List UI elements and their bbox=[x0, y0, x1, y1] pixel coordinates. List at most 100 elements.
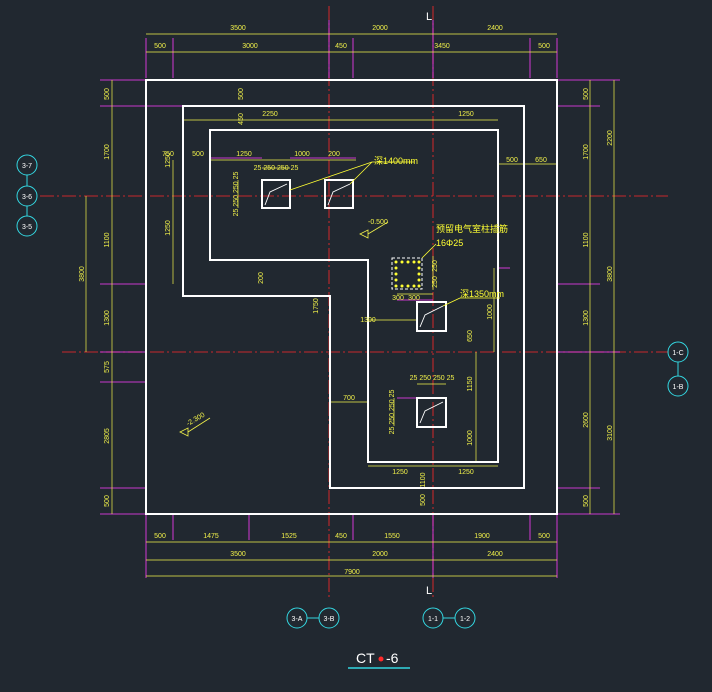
depth-callout-1: 深1400mm bbox=[374, 156, 418, 166]
dim-left-6: 2805 bbox=[104, 428, 111, 444]
dim-right-6: 500 bbox=[583, 495, 590, 507]
dim-bot-10: 2400 bbox=[487, 551, 503, 558]
pit-box-2 bbox=[324, 179, 354, 209]
dim-mid-3: 700 bbox=[343, 395, 355, 402]
dim-bot-7: 500 bbox=[538, 533, 550, 540]
dim-top-2: 2000 bbox=[372, 25, 388, 32]
dim-bot-4: 450 bbox=[335, 533, 347, 540]
dim-bot-inner-5: 1000 bbox=[467, 430, 474, 446]
dim-top-6: 450 bbox=[335, 43, 347, 50]
dim-top-inner-2: 1250 bbox=[458, 111, 474, 118]
dim-inner-3: 1250 bbox=[236, 151, 252, 158]
leader-lines bbox=[289, 161, 500, 307]
dim-bot-9: 2000 bbox=[372, 551, 388, 558]
dim-right-outer-1: 2200 bbox=[607, 130, 614, 146]
outer-footing bbox=[145, 79, 558, 515]
dim-bot-inner-1: 1250 bbox=[392, 469, 408, 476]
bubble-label-3-7: 3-7 bbox=[22, 163, 32, 170]
dim-pit2-w1: 300 bbox=[392, 295, 404, 302]
dim-top-inner-1: 2250 bbox=[262, 111, 278, 118]
dim-inner-1: 750 bbox=[162, 151, 174, 158]
dim-bot-8: 3500 bbox=[230, 551, 246, 558]
dim-top-7: 3450 bbox=[434, 43, 450, 50]
dim-left-inner-5: 200 bbox=[258, 272, 265, 284]
dim-right-1: 500 bbox=[583, 88, 590, 100]
dim-bot-inner-4: 1100 bbox=[420, 472, 427, 487]
dim-inner-5: 200 bbox=[328, 151, 340, 158]
dim-left-inner-4: 1250 bbox=[165, 220, 172, 236]
bubble-label-3-6: 3-6 bbox=[22, 194, 32, 201]
inner-dimensions: 750 500 1250 1000 200 25 250 250 25 25 2… bbox=[162, 151, 547, 506]
bubble-label-3-a: 3-A bbox=[292, 616, 303, 623]
level-markers bbox=[179, 221, 389, 437]
dim-bot-1: 500 bbox=[154, 533, 166, 540]
dim-inner-2: 500 bbox=[192, 151, 204, 158]
level-label-2: -2.300 bbox=[186, 412, 207, 428]
title-main: CT bbox=[356, 650, 375, 666]
dim-right-outer-3: 3100 bbox=[607, 425, 614, 441]
bubble-label-1-2: 1-2 bbox=[460, 616, 470, 623]
foundation-outlines bbox=[145, 79, 558, 515]
bubble-labels: 3-7 3-6 3-5 1-C 1-B 3-A 3-B 1-1 1-2 bbox=[22, 163, 684, 623]
dim-pit2-w2: 300 bbox=[408, 295, 420, 302]
dim-right-step-2: 650 bbox=[535, 157, 547, 164]
pit-box-3 bbox=[416, 301, 447, 332]
pit-box-4 bbox=[416, 397, 447, 428]
rebar-callout: 16Φ25 bbox=[436, 238, 463, 248]
dim-top-3: 2400 bbox=[487, 25, 503, 32]
dim-left-inner-1: 500 bbox=[238, 88, 245, 100]
axis-lines bbox=[40, 6, 668, 600]
dim-pit3-h: 25 250 250 25 bbox=[410, 375, 455, 382]
depth-callout-2: 深1350mm bbox=[460, 289, 504, 299]
dim-top-5: 3000 bbox=[242, 43, 258, 50]
bubble-label-3-b: 3-B bbox=[324, 616, 335, 623]
dim-left-7: 500 bbox=[104, 495, 111, 507]
dim-pit2-h4: 1000 bbox=[487, 304, 494, 320]
dim-mid-1: 1750 bbox=[313, 298, 320, 314]
level-marker-1 bbox=[359, 229, 369, 239]
dim-top-8: 500 bbox=[538, 43, 550, 50]
level-marker-2 bbox=[179, 427, 189, 437]
level-label-1: -0.500 bbox=[368, 219, 388, 226]
reserve-column bbox=[391, 257, 423, 290]
dim-bot-6: 1900 bbox=[474, 533, 490, 540]
dim-right-4: 1300 bbox=[583, 310, 590, 326]
dim-pit2-h3: 650 bbox=[467, 330, 474, 342]
dim-top-4: 500 bbox=[154, 43, 166, 50]
left-dimensions: 3800 500 1700 1100 1300 575 2805 500 500… bbox=[79, 88, 265, 507]
dim-pit2-h1: 250 bbox=[432, 260, 439, 272]
dim-bot-total: 7900 bbox=[344, 569, 360, 576]
dim-pit2-h2: 250 bbox=[432, 276, 439, 288]
dim-right-5: 2600 bbox=[583, 412, 590, 428]
top-dimensions: 3500 2000 2400 500 3000 450 3450 500 225… bbox=[154, 25, 550, 118]
dim-mid-2: 1300 bbox=[360, 317, 376, 324]
dim-left-4: 1300 bbox=[104, 310, 111, 326]
dim-left-3: 1100 bbox=[104, 232, 111, 247]
dim-right-3: 1100 bbox=[583, 232, 590, 247]
dim-bot-2: 1475 bbox=[203, 533, 219, 540]
dim-left-inner-3: 1250 bbox=[165, 152, 172, 168]
pit-box-1 bbox=[261, 179, 291, 209]
dim-bot-inner-3: 500 bbox=[420, 494, 427, 506]
dim-left-inner-2: 450 bbox=[238, 113, 245, 125]
reserve-callout: 预留电气室柱插筋 bbox=[436, 223, 508, 234]
drawing-title: CT -6 bbox=[348, 650, 410, 669]
pit-outline-inner bbox=[209, 129, 499, 463]
bubble-label-3-5: 3-5 bbox=[22, 224, 32, 231]
rebar-dots bbox=[394, 260, 421, 288]
dim-pit3-v: 25 250 250 25 bbox=[389, 390, 396, 435]
pit-outline-outer bbox=[182, 105, 525, 489]
bottom-dimensions: 500 1475 1525 450 1550 1900 500 3500 200… bbox=[154, 533, 550, 576]
dim-right-outer-2: 3800 bbox=[607, 266, 614, 282]
dim-bot-inner-2: 1250 bbox=[458, 469, 474, 476]
dim-bot-5: 1550 bbox=[384, 533, 400, 540]
dim-inner-4: 1000 bbox=[294, 151, 310, 158]
dim-bot-3: 1525 bbox=[281, 533, 297, 540]
dim-left-5: 575 bbox=[104, 361, 111, 373]
dimension-lines bbox=[85, 33, 615, 577]
dim-left-outer: 3800 bbox=[79, 266, 86, 282]
bubble-label-1-1: 1-1 bbox=[428, 616, 438, 623]
bubble-label-1-b: 1-B bbox=[673, 384, 684, 391]
axis-letter-bottom: L bbox=[426, 585, 432, 597]
